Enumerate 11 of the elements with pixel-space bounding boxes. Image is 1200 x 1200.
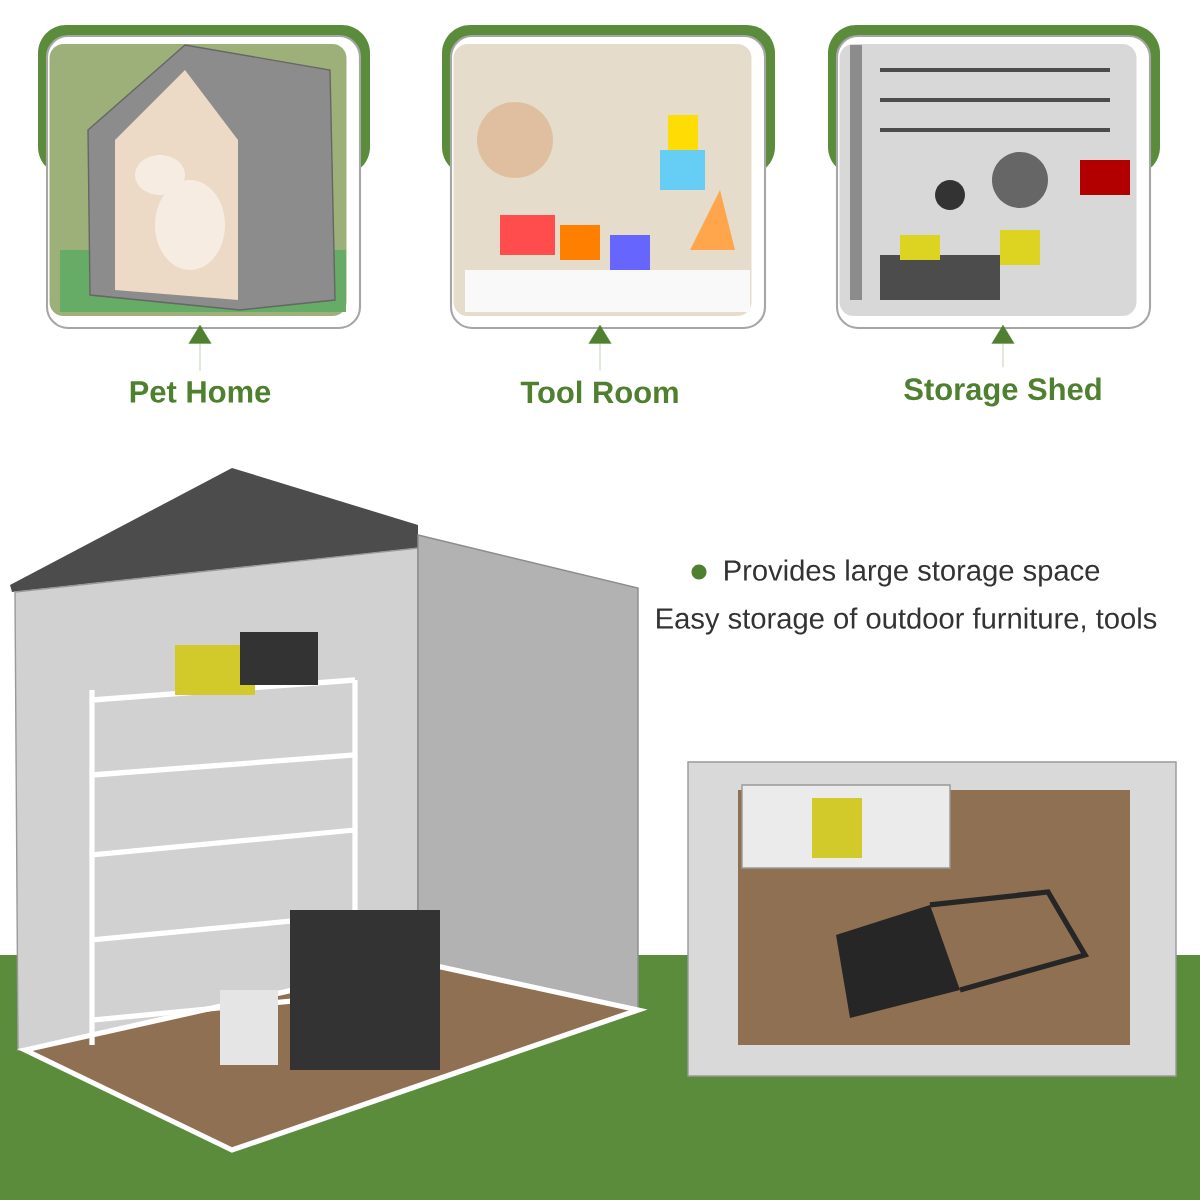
category-label: Storage Shed xyxy=(904,377,1101,407)
photo-drawing xyxy=(49,44,347,316)
triangle-arrow xyxy=(188,324,212,372)
category-label: Pet Home xyxy=(130,381,271,403)
category-label: Tool Room xyxy=(520,380,678,404)
body-text: Easy storage of outdoor furniture, tools xyxy=(657,607,1157,635)
triangle-arrow xyxy=(588,324,612,371)
photo-drawing xyxy=(839,44,1137,316)
photo-drawing xyxy=(453,44,752,316)
triangle-arrow xyxy=(991,324,1015,368)
body-text: Provides large storage space xyxy=(725,559,1100,587)
